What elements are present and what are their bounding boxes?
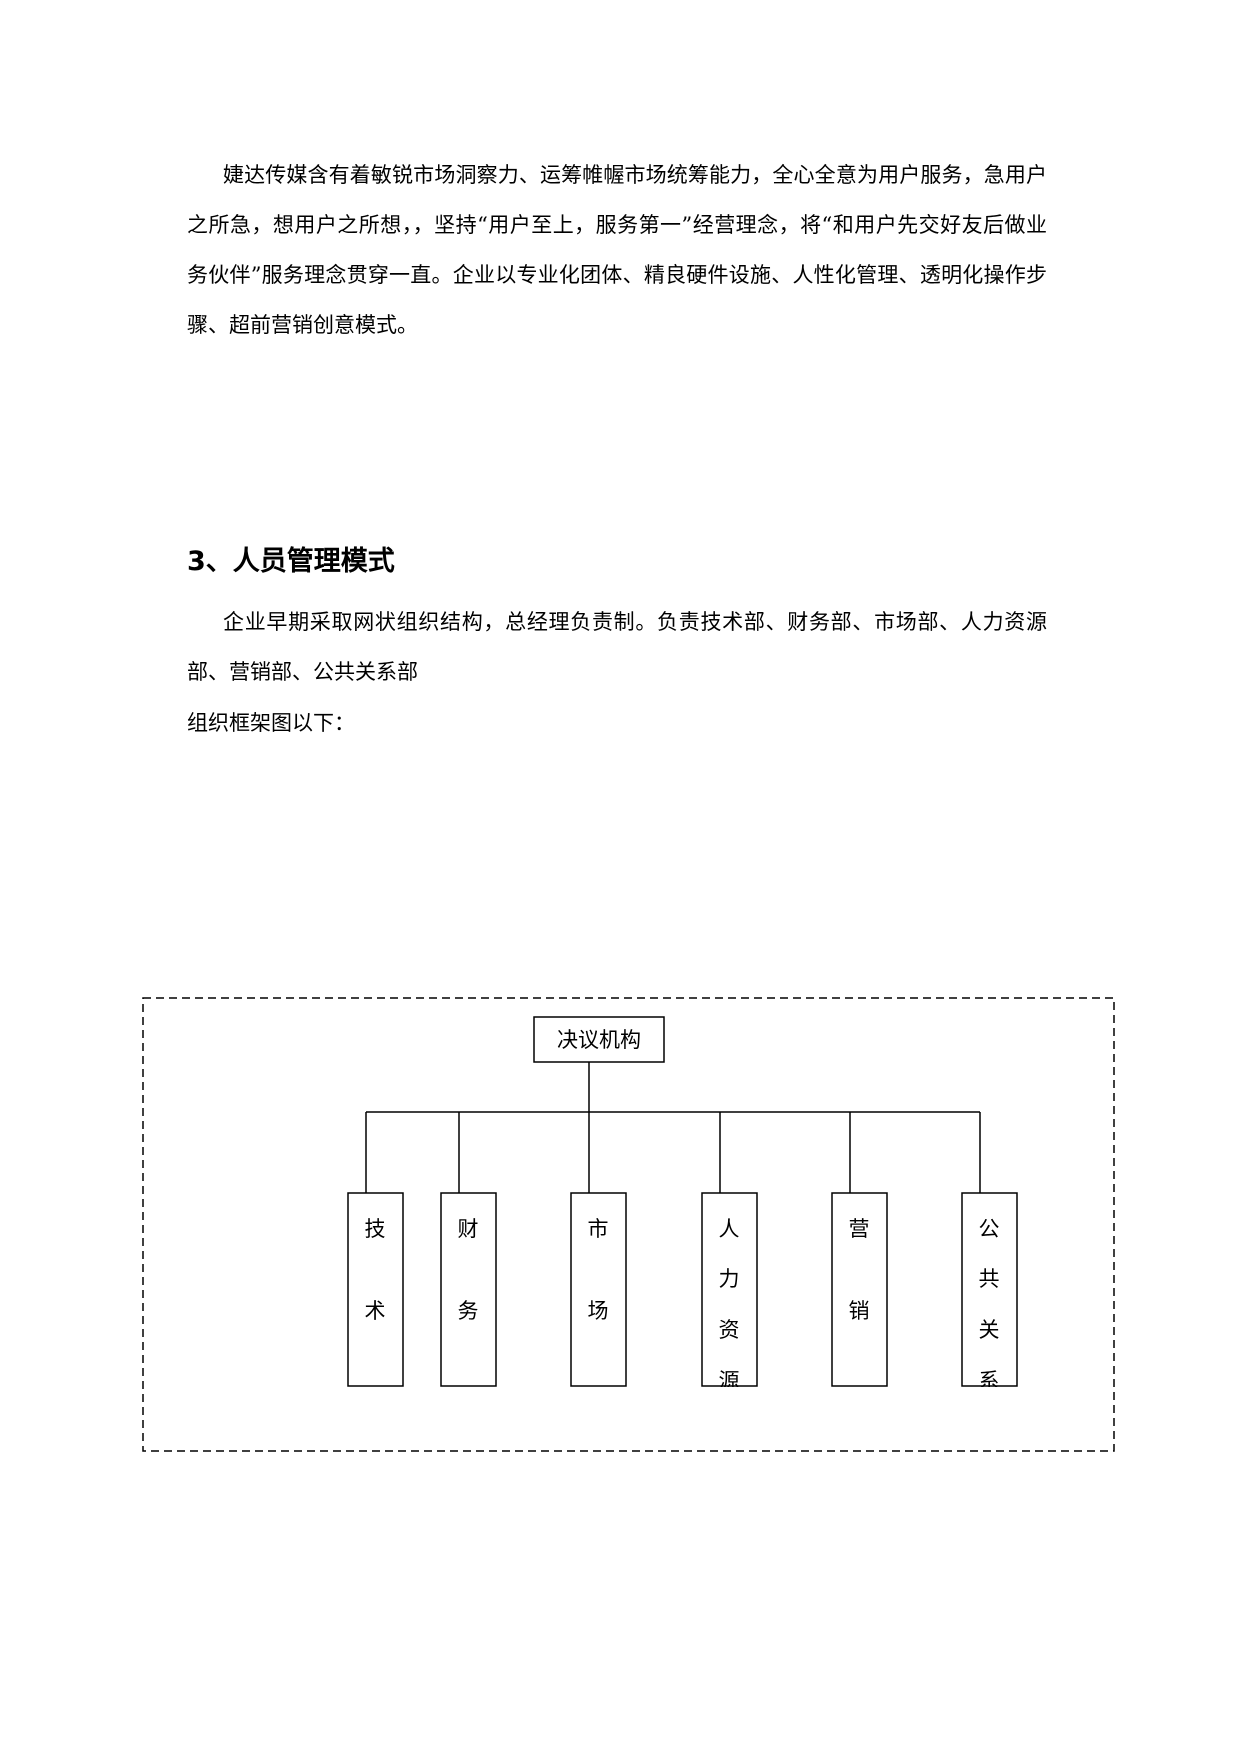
dept-char: 公 (979, 1217, 1000, 1241)
section-heading: 3、人员管理模式 (187, 546, 395, 577)
dept-char: 力 (719, 1267, 740, 1291)
dept-char: 财 (458, 1217, 479, 1241)
dept-char: 人 (719, 1217, 740, 1241)
dept-char: 资 (719, 1318, 740, 1342)
dept-char: 场 (588, 1299, 609, 1323)
dept-box-technology (347, 1192, 404, 1387)
dept-box-market (570, 1192, 627, 1387)
dept-char: 营 (849, 1217, 870, 1241)
chart-intro-text: 组织框架图以下： (187, 711, 355, 735)
dept-char: 销 (849, 1299, 870, 1323)
dept-char: 术 (365, 1299, 386, 1323)
chart-frame (142, 997, 1115, 1452)
root-box (533, 1016, 665, 1063)
dept-char: 市 (588, 1217, 609, 1241)
root-label: 决议机构 (557, 1028, 641, 1052)
dept-char: 系 (979, 1369, 1000, 1393)
intro-paragraph: 婕达传媒含有着敏锐市场洞察力、运筹帷幄市场统筹能力，全心全意为用户服务，急用户之… (187, 163, 1047, 337)
dept-char: 源 (719, 1369, 740, 1393)
dept-char: 务 (458, 1299, 479, 1323)
dept-char: 共 (979, 1267, 1000, 1291)
dept-box-hr (701, 1192, 758, 1387)
dept-char: 技 (365, 1217, 386, 1241)
dept-char: 关 (979, 1318, 1000, 1342)
dept-box-finance (440, 1192, 497, 1387)
dept-box-public-relations (961, 1192, 1018, 1387)
dept-box-marketing (831, 1192, 888, 1387)
structure-paragraph: 企业早期采取网状组织结构，总经理负责制。负责技术部、财务部、市场部、人力资源部、… (187, 610, 1047, 684)
